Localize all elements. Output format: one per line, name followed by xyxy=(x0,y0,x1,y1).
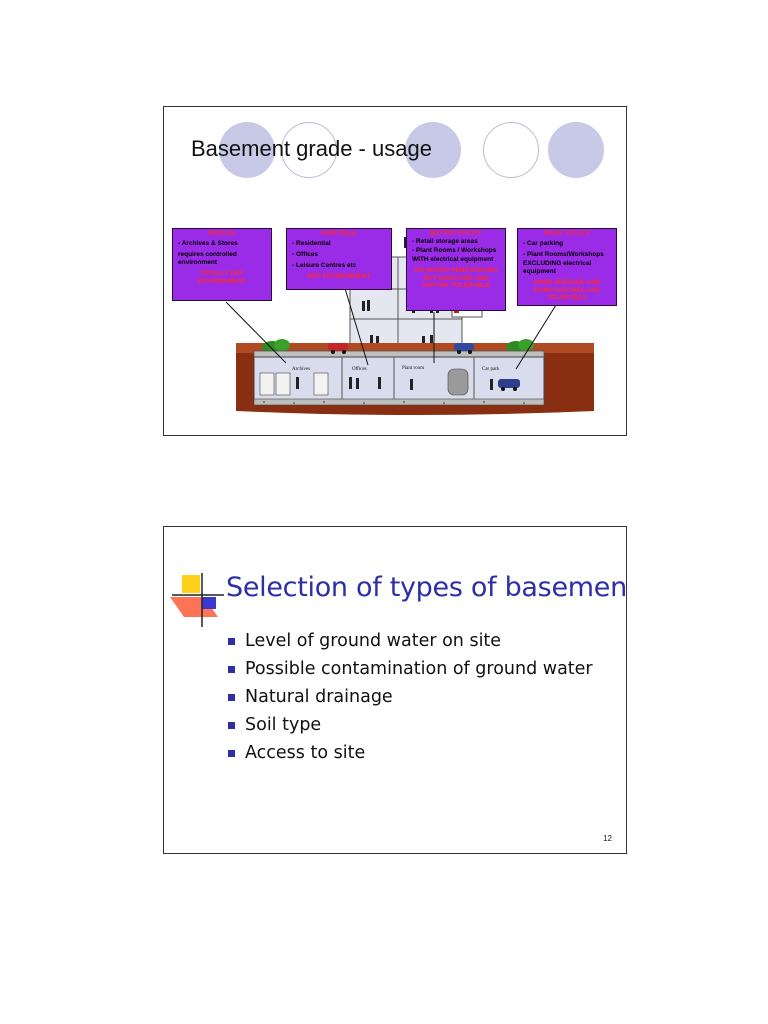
slide-title: Basement grade - usage xyxy=(191,136,432,161)
bullet-text: Level of ground water on site xyxy=(245,631,502,651)
box-note: TOTALLY DRY ENVIRONMENT xyxy=(197,270,247,285)
box-note: SOME SEEPAGE AND DAMP PATCHES ARE TOLERA… xyxy=(533,279,601,301)
slide-selection-of-basement-types: Selection of types of basement Level of … xyxy=(163,526,627,854)
box-line: WITH electrical equipment xyxy=(412,256,494,263)
list-item: Natural drainage xyxy=(228,683,593,711)
decorative-squares-logo xyxy=(170,573,224,627)
list-item: Access to site xyxy=(228,739,593,767)
decor-circle xyxy=(405,122,461,178)
decor-circle xyxy=(483,122,539,178)
box-line: - Leisure Centres etc xyxy=(292,262,357,269)
bullet-square-icon xyxy=(228,666,235,673)
slide-title: Selection of types of basement xyxy=(226,572,627,603)
box-line: - Car parking xyxy=(523,240,564,247)
bullet-text: Natural drainage xyxy=(245,687,393,707)
page-number: 12 xyxy=(603,834,612,843)
bullet-text: Soil type xyxy=(245,715,322,735)
box-header: BETTER UTILITY xyxy=(430,231,482,237)
bullet-square-icon xyxy=(228,750,235,757)
box-line: - Plant Rooms/Workshops xyxy=(523,251,604,258)
room-label-archives: Archives xyxy=(292,367,310,372)
box-line: - Residential xyxy=(292,240,331,247)
list-item: Possible contamination of ground water xyxy=(228,655,593,683)
box-header: BASIC UTILITY xyxy=(544,231,590,237)
bullet-text: Access to site xyxy=(245,743,366,763)
bullet-square-icon xyxy=(228,638,235,645)
usage-box-better-utility: BETTER UTILITY - Retail storage areas - … xyxy=(406,228,506,311)
decor-circle xyxy=(548,122,604,178)
box-header: HABITABLE xyxy=(320,231,358,237)
box-note: NO WATER PENETRATION BUT MOISTURE AND VA… xyxy=(414,267,498,289)
room-label-car-park: Car park xyxy=(482,367,500,372)
decor-circle xyxy=(281,122,337,178)
box-line: - Retail storage areas xyxy=(412,238,478,245)
box-line: requires controlled environment xyxy=(178,251,237,266)
slide-basement-grade-usage: Basement grade - usage xyxy=(163,106,627,436)
room-label-offices: Offices xyxy=(352,367,367,372)
decor-circle xyxy=(219,122,275,178)
bullet-square-icon xyxy=(228,722,235,729)
bullet-square-icon xyxy=(228,694,235,701)
usage-box-habitable: HABITABLE - Residential - Offices - Leis… xyxy=(286,228,392,290)
usage-box-basic-utility: BASIC UTILITY - Car parking - Plant Room… xyxy=(517,228,617,306)
box-line: - Plant Rooms / Workshops xyxy=(412,247,497,254)
list-item: Level of ground water on site xyxy=(228,627,593,655)
box-line: EXCLUDING electrical equipment xyxy=(523,260,592,275)
box-line: - Archives & Stores xyxy=(178,240,238,247)
room-label-plant-room: Plant room xyxy=(402,366,424,371)
box-note: DRY ENVIRONMENT xyxy=(307,273,371,280)
box-header: SPECIAL xyxy=(208,231,236,237)
usage-box-special: SPECIAL - Archives & Stores requires con… xyxy=(172,228,272,301)
bullet-list: Level of ground water on site Possible c… xyxy=(228,627,593,767)
bullet-text: Possible contamination of ground water xyxy=(245,659,593,679)
box-line: - Offices xyxy=(292,251,319,258)
list-item: Soil type xyxy=(228,711,593,739)
